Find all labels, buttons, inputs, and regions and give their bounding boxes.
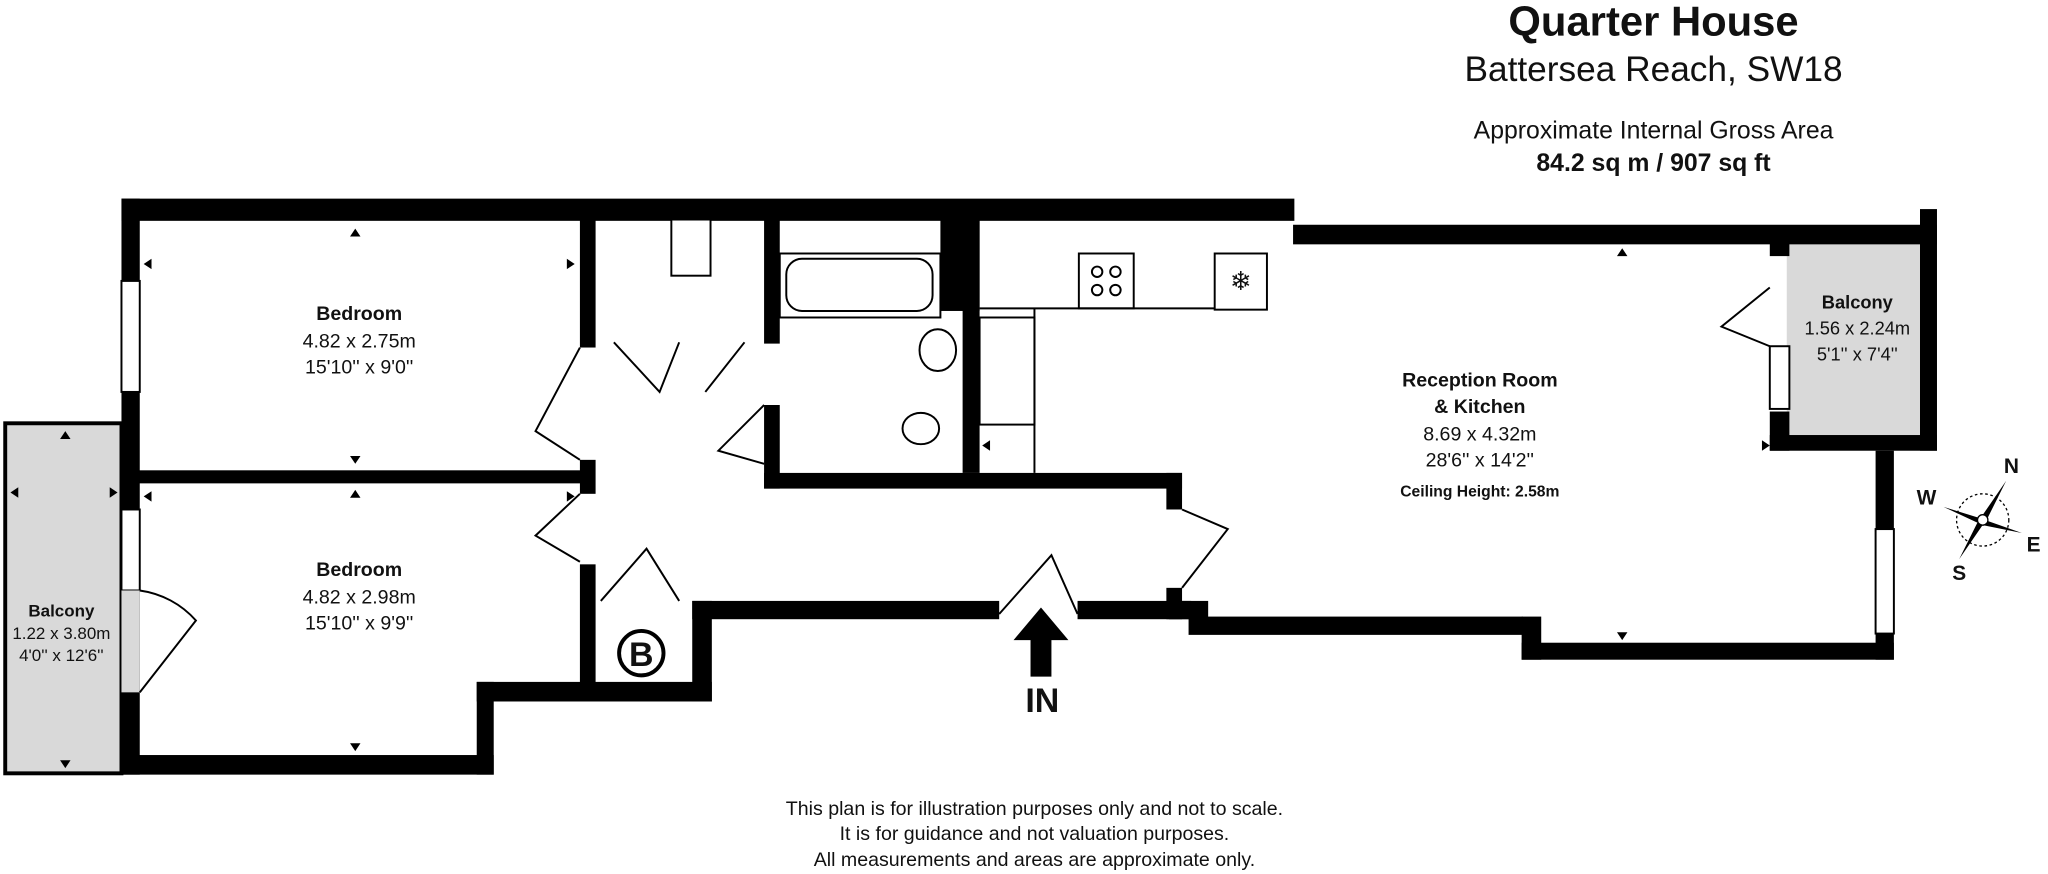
washing-machine-icon xyxy=(670,218,712,277)
svg-text:W: W xyxy=(1917,486,1937,509)
balcony-right xyxy=(1786,229,1923,439)
compass-icon: N E S W xyxy=(1917,455,2041,585)
dimension-arrows xyxy=(10,228,1770,769)
room-reception-kitchen: Reception Room & Kitchen 8.69 x 4.32m 28… xyxy=(1400,370,1559,501)
svg-text:Bedroom: Bedroom xyxy=(316,559,402,581)
room-balcony-right: Balcony 1.56 x 2.24m 5'1'' x 7'4'' xyxy=(1805,291,1911,364)
fridge-icon xyxy=(1213,252,1268,311)
svg-text:4.82 x 2.98m: 4.82 x 2.98m xyxy=(303,587,416,609)
kitchen-sink-icon xyxy=(978,316,1036,426)
svg-text:15'10'' x 9'0'': 15'10'' x 9'0'' xyxy=(305,357,413,379)
area-value: 84.2 sq m / 907 sq ft xyxy=(1536,150,1770,177)
balcony-left xyxy=(3,421,124,776)
svg-text:15'10'' x 9'9'': 15'10'' x 9'9'' xyxy=(305,613,413,635)
svg-text:Reception Room: Reception Room xyxy=(1402,370,1558,392)
fixtures xyxy=(670,218,1268,473)
area-label: Approximate Internal Gross Area xyxy=(1474,118,1834,145)
property-title: Quarter House xyxy=(1508,0,1798,44)
svg-text:Ceiling Height: 2.58m: Ceiling Height: 2.58m xyxy=(1400,483,1559,500)
balcony-door-opening xyxy=(121,590,140,693)
walls xyxy=(121,198,1937,775)
snowflake-icon: ❄ xyxy=(1230,266,1252,296)
svg-text:All measurements and areas are: All measurements and areas are approxima… xyxy=(814,849,1255,871)
svg-text:S: S xyxy=(1952,562,1966,585)
svg-text:Balcony: Balcony xyxy=(1822,291,1894,312)
svg-text:Balcony: Balcony xyxy=(28,602,95,621)
doors[interactable] xyxy=(138,286,1771,693)
sink-icon xyxy=(918,328,958,373)
entrance-label: IN xyxy=(1025,682,1059,720)
room-bedroom-1: Bedroom 4.82 x 2.75m 15'10'' x 9'0'' xyxy=(303,303,416,379)
svg-text:This plan is for illustration: This plan is for illustration purposes o… xyxy=(786,798,1283,820)
room-balcony-left: Balcony 1.22 x 3.80m 4'0'' x 12'6'' xyxy=(12,602,110,665)
svg-text:& Kitchen: & Kitchen xyxy=(1434,396,1525,418)
svg-text:5'1'' x 7'4'': 5'1'' x 7'4'' xyxy=(1817,344,1898,365)
svg-text:28'6'' x 14'2'': 28'6'' x 14'2'' xyxy=(1426,449,1534,471)
boiler-label: B xyxy=(629,636,654,674)
toilet-icon xyxy=(901,411,941,446)
disclaimer: This plan is for illustration purposes o… xyxy=(786,798,1283,871)
windows xyxy=(120,279,1895,635)
svg-text:E: E xyxy=(2027,533,2041,556)
property-address: Battersea Reach, SW18 xyxy=(1464,50,1842,89)
svg-text:Bedroom: Bedroom xyxy=(316,303,402,325)
hob-icon xyxy=(1077,252,1135,310)
svg-text:It is for guidance and not val: It is for guidance and not valuation pur… xyxy=(840,823,1230,845)
room-bedroom-2: Bedroom 4.82 x 2.98m 15'10'' x 9'9'' xyxy=(303,559,416,635)
svg-text:1.56 x 2.24m: 1.56 x 2.24m xyxy=(1805,317,1911,338)
svg-text:4.82 x 2.75m: 4.82 x 2.75m xyxy=(303,331,416,353)
svg-text:N: N xyxy=(2004,455,2019,478)
entrance-arrow-icon xyxy=(1013,607,1069,677)
boiler-icon xyxy=(617,629,666,678)
svg-text:4'0'' x 12'6'': 4'0'' x 12'6'' xyxy=(19,646,104,665)
svg-text:1.22 x 3.80m: 1.22 x 3.80m xyxy=(12,624,110,643)
svg-text:8.69 x 4.32m: 8.69 x 4.32m xyxy=(1423,423,1536,445)
